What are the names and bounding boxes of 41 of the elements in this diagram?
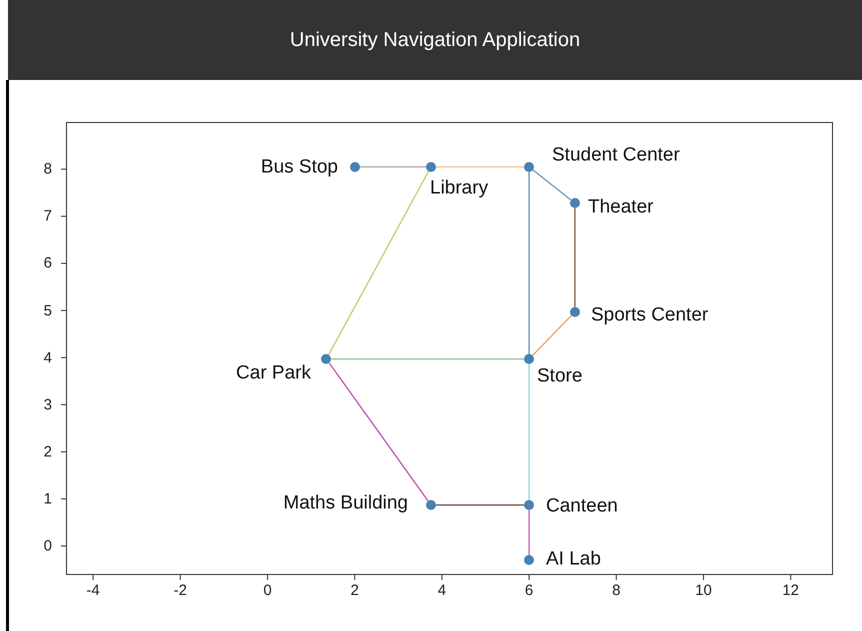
axis-tick-label: 12 (782, 583, 800, 598)
location-label: Bus Stop (260, 158, 338, 176)
axis-tick-label: 8 (44, 162, 52, 177)
axis-tick-label: 10 (695, 583, 712, 598)
axis-tick-label: 6 (44, 256, 52, 271)
connector-line (436, 166, 524, 168)
axis-tick-label: -4 (86, 583, 100, 598)
location-label: Store (537, 366, 582, 386)
connector-line (532, 315, 572, 356)
connector-line (528, 364, 530, 500)
axis-tick-label: 0 (263, 583, 272, 598)
axis-tick-label: 6 (524, 583, 534, 598)
axis-tick-label: 5 (44, 303, 52, 318)
axis-tick-label: 0 (44, 538, 52, 554)
axis-tick-label: 2 (44, 444, 52, 460)
location-label: Sports Center (591, 306, 708, 324)
connector-line (574, 208, 576, 307)
axis-tick-label: 2 (350, 583, 359, 598)
connector-line (328, 170, 430, 355)
connector-line (532, 169, 572, 201)
location-label: Canteen (546, 496, 618, 516)
connector-line (528, 172, 530, 354)
axis-tick-label: 4 (438, 583, 446, 598)
location-label: Theater (588, 198, 654, 216)
axis-tick-label: 7 (44, 208, 52, 224)
axis-tick-label: 4 (44, 350, 52, 366)
location-label: AI Lab (546, 550, 601, 568)
location-label: Maths Building (283, 494, 408, 512)
axis-tick-label: 8 (612, 583, 620, 598)
location-label: Library (430, 178, 488, 198)
axis-tick-label: 3 (44, 397, 52, 412)
connector-line (328, 362, 429, 502)
axis-tick-label: -2 (174, 583, 187, 598)
connector-line (436, 504, 524, 506)
connector-line (331, 358, 524, 360)
connector-line (360, 166, 426, 168)
axis-tick-label: 1 (44, 491, 52, 506)
title-bar: University Navigation Application (8, 0, 862, 80)
location-label: Car Park (236, 364, 311, 382)
location-label: Student Center (552, 146, 680, 164)
connector-line (528, 510, 530, 556)
